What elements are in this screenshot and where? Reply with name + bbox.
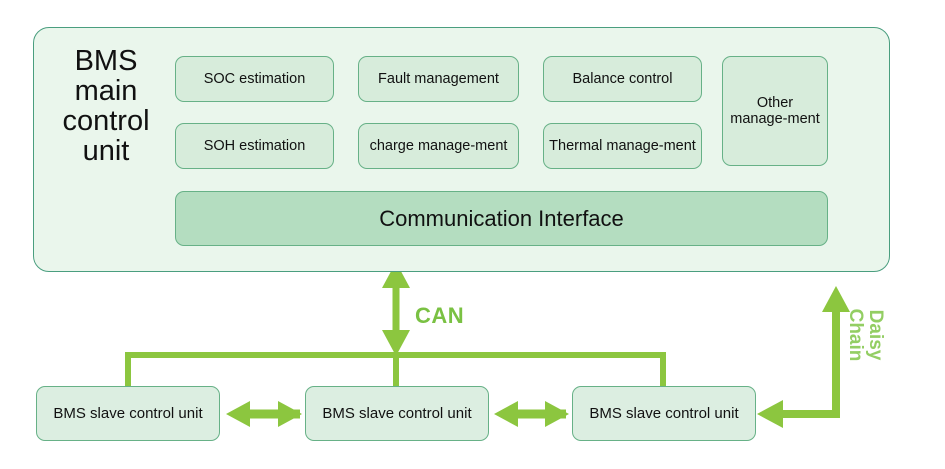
- slave-label: BMS slave control unit: [53, 405, 203, 422]
- module-fault-management[interactable]: Fault management: [358, 56, 519, 102]
- main-title-line-4: unit: [82, 135, 130, 167]
- module-label: Thermal manage-ment: [549, 138, 696, 154]
- module-balance-control[interactable]: Balance control: [543, 56, 702, 102]
- communication-interface-label: Communication Interface: [379, 205, 624, 231]
- can-bus-label: CAN: [415, 303, 465, 328]
- can-arrow: [382, 262, 410, 356]
- module-label: SOC estimation: [203, 71, 306, 87]
- main-title-line-1: BMS: [74, 45, 138, 77]
- main-title-line-2: main: [74, 75, 138, 107]
- module-label: Balance control: [572, 71, 673, 87]
- daisy-chain-label-line-1: Daisy: [865, 309, 886, 361]
- slave1-slave2-arrow: [226, 401, 302, 427]
- daisy-chain-arrow: [757, 286, 850, 428]
- slave2-slave3-arrow: [494, 401, 569, 427]
- slave-label: BMS slave control unit: [322, 405, 472, 422]
- module-label: Other manage-ment: [730, 95, 820, 127]
- daisy-chain-label-line-2: Chain: [845, 308, 866, 362]
- module-soc-estimation[interactable]: SOC estimation: [175, 56, 334, 102]
- module-thermal-management[interactable]: Thermal manage-ment: [543, 123, 702, 169]
- module-soh-estimation[interactable]: SOH estimation: [175, 123, 334, 169]
- module-label: SOH estimation: [203, 138, 306, 154]
- module-label: Fault management: [378, 71, 499, 87]
- bms-slave-control-unit-1[interactable]: BMS slave control unit: [36, 386, 220, 441]
- main-title-line-3: control: [62, 105, 150, 137]
- slave-label: BMS slave control unit: [589, 405, 739, 422]
- bus-line: [125, 352, 666, 389]
- module-charge-management[interactable]: charge manage-ment: [358, 123, 519, 169]
- bms-slave-control-unit-3[interactable]: BMS slave control unit: [572, 386, 756, 441]
- module-label: charge manage-ment: [369, 138, 508, 154]
- module-other-management[interactable]: Other manage-ment: [722, 56, 828, 166]
- bms-main-control-unit-title: BMS main control unit: [40, 46, 172, 166]
- bms-slave-control-unit-2[interactable]: BMS slave control unit: [305, 386, 489, 441]
- communication-interface-bar[interactable]: Communication Interface: [175, 191, 828, 246]
- daisy-chain-label: Daisy Chain: [845, 290, 886, 380]
